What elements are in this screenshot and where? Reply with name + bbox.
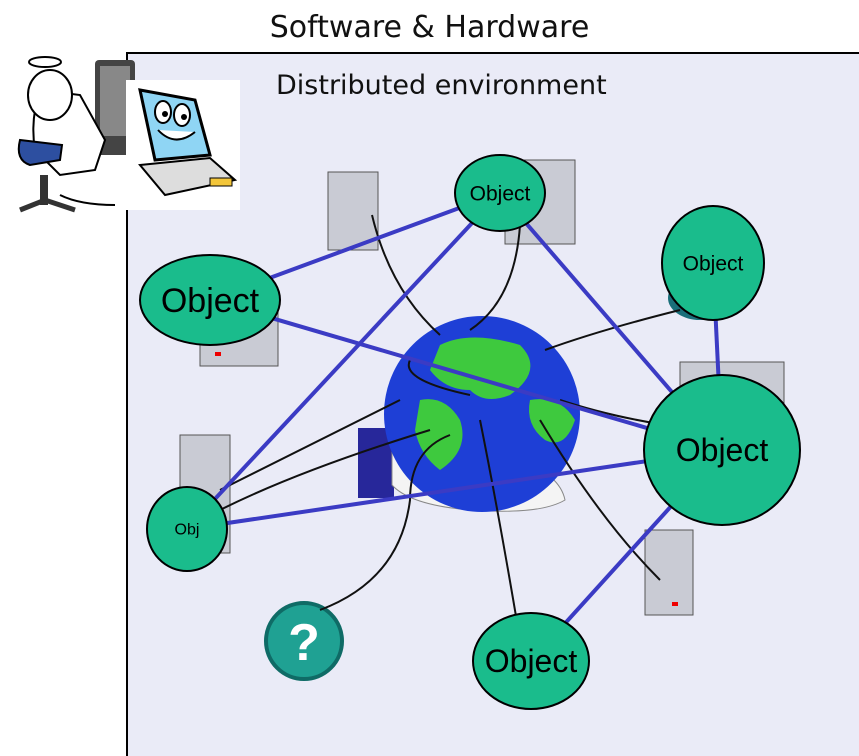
object-node-label: Object bbox=[161, 282, 260, 320]
object-node-shape bbox=[643, 374, 801, 526]
object-node-label: Obj bbox=[175, 522, 200, 539]
object-node-label: Object bbox=[683, 252, 744, 275]
object-node-shape bbox=[454, 154, 546, 232]
link-n1-n4 bbox=[209, 298, 723, 452]
object-node: Obj bbox=[146, 486, 228, 572]
object-node-shape bbox=[146, 486, 228, 572]
angel-user-icon bbox=[17, 56, 135, 213]
object-node-label: Object bbox=[485, 643, 578, 679]
slide-title: Software & Hardware bbox=[269, 10, 590, 45]
object-node: Object bbox=[643, 374, 801, 526]
smiling-laptop-icon bbox=[126, 80, 240, 210]
object-node: Object bbox=[454, 154, 546, 232]
object-node: Object bbox=[139, 254, 281, 346]
globe-icon bbox=[358, 316, 580, 512]
object-node: Object bbox=[472, 612, 590, 710]
object-node-label: Object bbox=[470, 182, 531, 205]
object-links bbox=[185, 191, 724, 663]
slide-subtitle: Distributed environment bbox=[276, 70, 607, 101]
object-node-label: Object bbox=[676, 432, 769, 468]
link-n2-n5 bbox=[185, 191, 502, 531]
object-node-shape bbox=[472, 612, 590, 710]
svg-text:?: ? bbox=[288, 614, 320, 672]
object-node-shape bbox=[139, 254, 281, 346]
object-node-shape bbox=[661, 205, 765, 321]
help-icon: ? bbox=[264, 601, 344, 681]
object-node: Object bbox=[661, 205, 765, 321]
link-n5-n4 bbox=[186, 448, 723, 531]
